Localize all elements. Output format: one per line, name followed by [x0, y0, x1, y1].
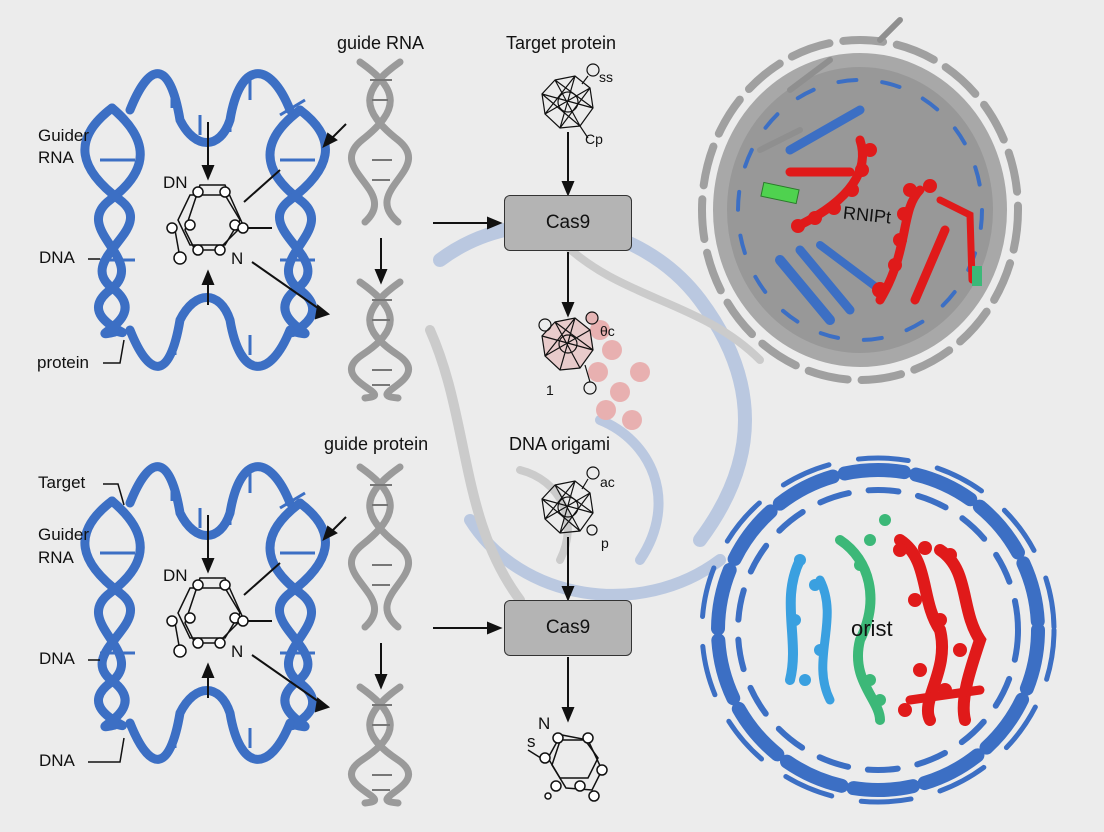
bottom-cluster-label-ac: ac [600, 474, 615, 490]
bottom-column-title-dna-origami: DNA origami [509, 434, 611, 454]
top-product-label-bottom-left: 1 [546, 382, 554, 398]
top-column-title-target-protein: Target protein [506, 33, 617, 53]
bottom-cluster-label-p: p [601, 535, 609, 551]
bottom-structure-overlay-text: orist [851, 616, 893, 641]
bottom-molecule-label-dn: DN [163, 566, 188, 585]
bottom-label-guide-rna-line1: Guider [38, 525, 90, 544]
top-product-label-right: θc [600, 323, 615, 339]
top-label-guide-rna-line2: RNA [38, 148, 74, 167]
top-label-dna: DNA [39, 248, 75, 267]
top-molecule-label-dn: DN [163, 173, 188, 192]
bottom-product-label-s: s [527, 732, 536, 751]
top-label-guide-rna-line1: Guider [38, 126, 90, 145]
top-cluster-label-cp: Cp [585, 131, 603, 147]
top-column-title-guide-rna: guide RNA [337, 33, 425, 53]
bottom-label-target: Target [38, 473, 86, 492]
bottom-label-dna-mid: DNA [39, 649, 75, 668]
bottom-molecule-label-n: N [231, 642, 244, 661]
bottom-cas9-box: Cas9 [504, 600, 632, 656]
top-molecule-label-n: N [231, 249, 244, 268]
bottom-product-label-n: N [538, 714, 551, 733]
bottom-label-dna-bottom: DNA [39, 751, 75, 770]
bottom-label-guide-rna-line2: RNA [38, 548, 74, 567]
top-cas9-box: Cas9 [504, 195, 632, 251]
bottom-column-title-guide-protein: guide protein [324, 434, 429, 454]
top-cluster-label-ss: ss [599, 69, 613, 85]
top-label-protein: protein [37, 353, 89, 372]
